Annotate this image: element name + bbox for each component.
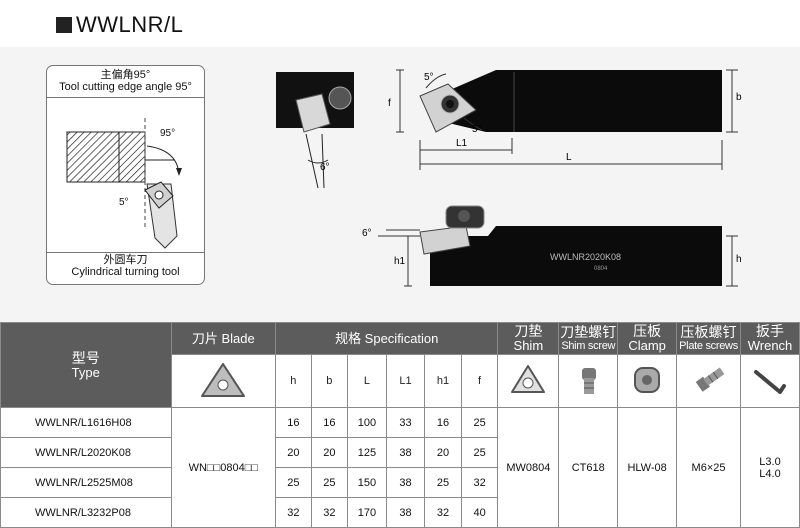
- dim-b: b: [736, 92, 742, 103]
- cell-l: 170: [347, 497, 387, 528]
- cell-b: 16: [310, 407, 349, 438]
- side-view-photo: [276, 72, 354, 189]
- cell-h: 16: [275, 407, 312, 438]
- dim-f: f: [388, 98, 391, 109]
- holder-engraving: WWLNR2020K08: [550, 252, 621, 262]
- spec-col-f: f: [460, 354, 499, 408]
- tool-holder-drawing: 6° 5° 5° f L1 L b 6° h1 h WWLNR2020K08 0…: [276, 69, 742, 287]
- dim-h1: h1: [394, 256, 406, 267]
- callout-divider-bottom: [47, 252, 204, 253]
- cell-l: 150: [347, 467, 387, 498]
- spec-col-b: b: [310, 354, 349, 408]
- plate-screw-value: M6×25: [676, 407, 741, 528]
- cell-f: 25: [460, 407, 499, 438]
- blade-value: WN□□0804□□: [170, 407, 277, 528]
- header-shim: 刀垫 Shim: [497, 322, 560, 355]
- cutting-angle-callout: 主偏角95° Tool cutting edge angle 95° 95° 5…: [46, 65, 205, 285]
- callout-caption-cn: 外圆车刀: [103, 254, 148, 266]
- wrench-value: L3.0 L4.0: [740, 407, 800, 528]
- dim-l: L: [566, 152, 572, 163]
- screw-icon: [582, 367, 597, 394]
- callout-angle-95: 95°: [160, 128, 176, 139]
- cell-b: 32: [310, 497, 349, 528]
- shim-screw-value: CT618: [558, 407, 619, 528]
- workpiece-hatch: [66, 131, 146, 183]
- spec-col-h: h: [275, 354, 312, 408]
- plate-screw-icon: [695, 367, 724, 392]
- cell-h1: 16: [424, 407, 462, 438]
- cell-l1: 38: [385, 467, 426, 498]
- spec-col-h1: h1: [424, 354, 462, 408]
- cell-b: 25: [310, 467, 349, 498]
- insert-icon: [201, 362, 246, 397]
- shim-image-cell: [497, 354, 560, 408]
- header-plate-screw: 压板螺钉 Plate screws: [676, 322, 741, 355]
- top-view-holder: [396, 69, 738, 170]
- cell-f: 32: [460, 467, 499, 498]
- dim-l1: L1: [456, 138, 468, 149]
- plate-screw-image-cell: [676, 354, 741, 408]
- clamp-image-cell: [617, 354, 678, 408]
- dim-h: h: [736, 254, 742, 265]
- wrench-image-cell: [740, 354, 800, 408]
- wrench-icon: [754, 369, 786, 394]
- page-title: WWLNR/L: [76, 12, 184, 37]
- shim-value: MW0804: [497, 407, 560, 528]
- callout-title-en: Tool cutting edge angle 95°: [59, 81, 192, 93]
- cell-h1: 25: [424, 467, 462, 498]
- cell-l1: 38: [385, 437, 426, 468]
- table-row-type: WWLNR/L2020K08: [0, 437, 172, 468]
- callout-divider-top: [47, 97, 204, 98]
- cell-l1: 33: [385, 407, 426, 438]
- spec-col-l1: L1: [385, 354, 426, 408]
- table-row-type: WWLNR/L3232P08: [0, 497, 172, 528]
- spec-table: 型号 Type 刀片 Blade 规格 Specification 刀垫 Shi…: [0, 322, 800, 528]
- spec-col-l: L: [347, 354, 387, 408]
- callout-caption-en: Cylindrical turning tool: [71, 266, 180, 278]
- angle-5-top: 5°: [424, 72, 434, 83]
- front-view-holder: [378, 205, 738, 287]
- cell-h: 25: [275, 467, 312, 498]
- holder-engraving-small: 0804: [594, 266, 608, 272]
- title-square-icon: [56, 17, 72, 33]
- cell-f: 25: [460, 437, 499, 468]
- clamp-value: HLW-08: [617, 407, 678, 528]
- header-shim-screw: 刀垫螺钉 Shim screw: [558, 322, 619, 355]
- shim-icon: [511, 364, 546, 393]
- cell-h1: 20: [424, 437, 462, 468]
- cell-h: 32: [275, 497, 312, 528]
- turning-diagram: [66, 118, 182, 249]
- header-wrench: 扳手 Wrench: [740, 322, 800, 355]
- table-row-type: WWLNR/L1616H08: [0, 407, 172, 438]
- cell-l1: 38: [385, 497, 426, 528]
- cell-l: 125: [347, 437, 387, 468]
- cell-h1: 32: [424, 497, 462, 528]
- shim-screw-image-cell: [558, 354, 619, 408]
- angle-6-side: 6°: [320, 162, 330, 173]
- cell-l: 100: [347, 407, 387, 438]
- table-row-type: WWLNR/L2525M08: [0, 467, 172, 498]
- header-clamp: 压板 Clamp: [617, 322, 678, 355]
- header-type: 型号 Type: [0, 322, 172, 408]
- callout-title-cn: 主偏角95°: [100, 69, 151, 81]
- cell-f: 40: [460, 497, 499, 528]
- angle-6-front: 6°: [362, 228, 372, 239]
- header-spec: 规格 Specification: [275, 322, 499, 355]
- blade-image-cell: [170, 354, 277, 408]
- cell-h: 20: [275, 437, 312, 468]
- callout-angle-5: 5°: [119, 197, 129, 208]
- clamp-icon: [634, 366, 661, 393]
- header-blade: 刀片 Blade: [170, 322, 277, 355]
- angle-5-bottom: 5°: [472, 124, 482, 135]
- cell-b: 20: [310, 437, 349, 468]
